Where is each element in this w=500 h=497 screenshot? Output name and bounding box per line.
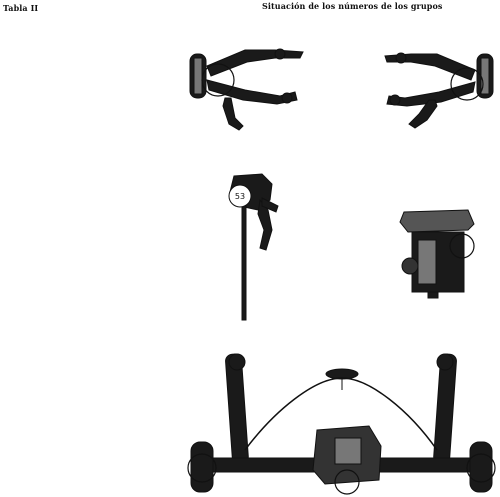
rear-axle-figure [187, 353, 496, 495]
lower-arm-left [206, 79, 298, 105]
table-label: Tabla II [3, 3, 39, 13]
upper-arm-left [206, 49, 304, 77]
rear-brake-drum-left [190, 441, 214, 493]
steering-knuckle-right [408, 99, 438, 129]
svg-text:53: 53 [235, 192, 245, 201]
group-number-circle-differential [334, 469, 360, 495]
group-number-badge: 53 [228, 184, 252, 208]
front-suspension-left-figure [189, 48, 304, 131]
group-number-circle-rear-right [466, 453, 496, 483]
group-number-circle-rear-left [187, 453, 217, 483]
group-number-circle-engine [449, 233, 475, 259]
stabilizer-cable [244, 377, 438, 451]
steering-shaft [241, 205, 247, 321]
front-suspension-right-figure [384, 52, 494, 129]
engine-block-figure [399, 209, 475, 299]
group-number-circle-right [450, 67, 484, 101]
pitman-arm [257, 198, 273, 251]
steering-knuckle-left [222, 97, 244, 131]
lower-arm-right [386, 81, 476, 107]
steering-column-figure: 53 [228, 173, 279, 321]
rear-brake-drum-right [469, 441, 493, 493]
upper-arm-right [384, 53, 476, 81]
group-number-circle-left [201, 63, 235, 97]
page-title: Situación de los números de los grupos [262, 1, 443, 11]
